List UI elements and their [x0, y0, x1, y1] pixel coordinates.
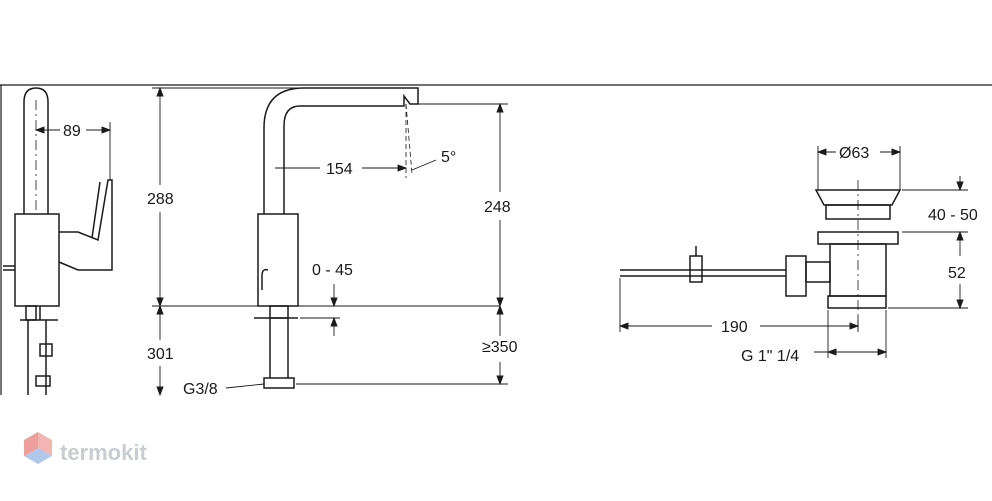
dim-154-label: 154 [326, 161, 353, 178]
dim-301-label: 301 [147, 346, 174, 363]
dim-248 [296, 102, 508, 386]
dim-248-label: 248 [484, 199, 511, 216]
faucet-front-view [254, 87, 419, 389]
dim-288-301 [152, 86, 500, 397]
angle-label: 5° [441, 149, 456, 166]
dim-63 [816, 146, 902, 190]
dim-40-50-52 [888, 176, 968, 310]
thread-g114-label: G 1" 1/4 [741, 348, 799, 365]
dim-288-label: 288 [147, 191, 174, 208]
dim-40-50-label: 40 - 50 [928, 207, 978, 224]
faucet-side-view [3, 87, 113, 395]
dim-0-45-label: 0 - 45 [312, 262, 353, 279]
dim-89 [34, 122, 112, 180]
dim-52-label: 52 [948, 265, 966, 282]
dim-190 [618, 278, 860, 332]
thread-g38-label: G3/8 [183, 381, 218, 398]
dim-89-label: 89 [63, 123, 81, 140]
dim-154 [275, 159, 437, 172]
dim-190-label: 190 [721, 319, 748, 336]
dim-0-45 [300, 284, 340, 336]
termokit-logo-icon [24, 432, 52, 464]
dim-g114 [814, 310, 888, 358]
watermark-brand-text: termokit [60, 440, 147, 465]
dim-350-label: ≥350 [482, 339, 518, 356]
dia63-label: Ø63 [839, 145, 869, 162]
